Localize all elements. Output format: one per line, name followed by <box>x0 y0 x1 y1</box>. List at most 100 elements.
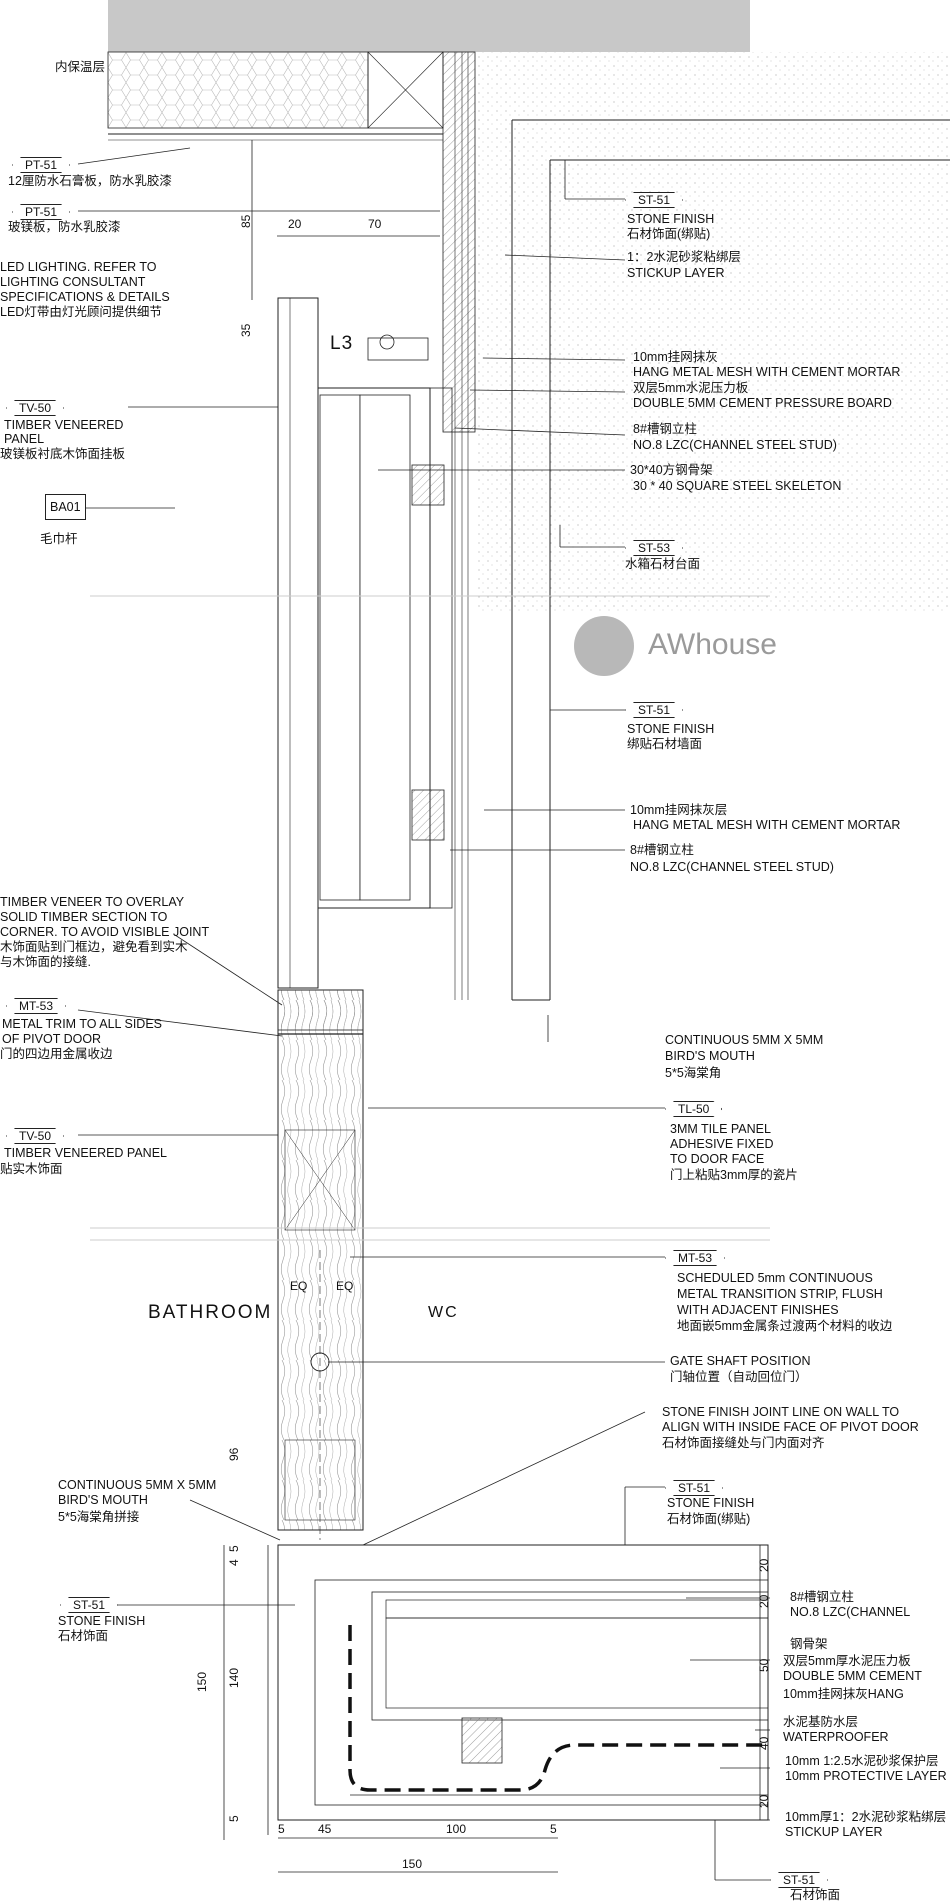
mesh2-note-2: HANG METAL MESH WITH CEMENT MORTAR <box>633 818 901 832</box>
pivot-door <box>277 989 364 1531</box>
stud2-note-2: NO.8 LZC(CHANNEL STEEL STUD) <box>630 860 834 874</box>
mesh-note-1: 10mm挂网抹灰 <box>633 350 718 364</box>
timber-wall <box>277 297 319 989</box>
dim-r20-b: 20 <box>757 1594 771 1608</box>
dim-r50: 50 <box>757 1658 771 1672</box>
skeleton-note-2: 30 * 40 SQUARE STEEL SKELETON <box>633 479 842 493</box>
tag-st53: ST-53 <box>625 540 683 556</box>
skeleton-note-1: 30*40方钢骨架 <box>630 463 713 477</box>
bottom-stud-note-1: 8#槽钢立柱 <box>790 1590 854 1604</box>
joint-note-3: 石材饰面接缝处与门内面对齐 <box>662 1436 825 1450</box>
mt53-b-note-1: SCHEDULED 5mm CONTINUOUS <box>677 1271 873 1285</box>
tag-st51-left: ST-51 <box>60 1597 118 1613</box>
led-note-2: LIGHTING CONSULTANT <box>0 275 146 289</box>
dim-eq-1: EQ <box>290 1279 308 1293</box>
room-wc: WC <box>428 1304 459 1321</box>
st51-d-note: 石材饰面 <box>790 1888 841 1902</box>
dim-45: 45 <box>318 1822 332 1836</box>
veneer-note-1: TIMBER VENEER TO OVERLAY <box>0 895 185 909</box>
dim-20: 20 <box>288 217 302 231</box>
tag-st51-c: ST-51 <box>665 1480 723 1496</box>
bottom-stickup-note-2: STICKUP LAYER <box>785 1825 883 1839</box>
gate-note-1: GATE SHAFT POSITION <box>670 1354 811 1368</box>
st51-left-note-1: STONE FINISH <box>58 1614 146 1628</box>
tag-tv50-b: TV-50 <box>6 1128 64 1144</box>
dim-85: 85 <box>239 214 253 228</box>
dim-140: 140 <box>227 1667 241 1688</box>
watermark-logo <box>574 616 634 676</box>
tag-ba01: BA01 <box>45 494 86 520</box>
st51-left-note-2: 石材饰面 <box>58 1629 109 1643</box>
tag-st51-b: ST-51 <box>625 702 683 718</box>
board-note-1: 双层5mm水泥压力板 <box>633 381 749 395</box>
bottom-stickup-note-1: 10mm厚1：2水泥砂浆粘绑层 <box>785 1810 947 1824</box>
st51-b-note-1: STONE FINISH <box>627 722 715 736</box>
bottom-protect-note-2: 10mm PROTECTIVE LAYER <box>785 1769 947 1783</box>
bottom-mesh-note: 10mm挂网抹灰HANG <box>783 1687 904 1701</box>
bottom-waterproof-note-2: WATERPROOFER <box>783 1730 889 1744</box>
joint-note-2: ALIGN WITH INSIDE FACE OF PIVOT DOOR <box>662 1420 919 1434</box>
tag-mt53-b: MT-53 <box>665 1250 725 1266</box>
st51-b-note-2: 绑贴石材墙面 <box>627 737 703 751</box>
led-note-3: SPECIFICATIONS & DETAILS <box>0 290 170 304</box>
tl50-note-1: 3MM TILE PANEL <box>670 1122 771 1136</box>
tag-pt51-b: PT-51 <box>12 204 70 220</box>
st51-c-note-1: STONE FINISH <box>667 1496 755 1510</box>
mt53-b-note-4: 地面嵌5mm金属条过渡两个材料的收边 <box>677 1319 893 1333</box>
led-note-1: LED LIGHTING. REFER TO <box>0 260 157 274</box>
tag-mt53-a: MT-53 <box>6 998 66 1014</box>
tv50-b-note-1: TIMBER VENEERED PANEL <box>4 1146 168 1160</box>
dim-96: 96 <box>227 1447 241 1461</box>
tv50-b-note-2: 贴实木饰面 <box>0 1162 63 1176</box>
st51-a-note-1: STONE FINISH <box>627 212 715 226</box>
tag-tv50-a: TV-50 <box>6 400 64 416</box>
veneer-note-2: SOLID TIMBER SECTION TO <box>0 910 168 924</box>
tv50-a-note-3: 玻镁板衬底木饰面挂板 <box>0 447 126 461</box>
dim-5c: 5 <box>278 1822 285 1836</box>
tag-tl50: TL-50 <box>665 1101 722 1117</box>
dim-5a: 5 <box>227 1545 241 1552</box>
birdmouth-right-2: BIRD'S MOUTH <box>665 1049 755 1063</box>
pt51-a-note: 12厘防水石膏板，防水乳胶漆 <box>8 174 172 188</box>
birdmouth-right-3: 5*5海棠角 <box>665 1066 722 1080</box>
tl50-note-4: 门上粘贴3mm厚的瓷片 <box>670 1168 798 1182</box>
bottom-board-note-2: DOUBLE 5MM CEMENT <box>783 1669 922 1683</box>
mt53-a-note-3: 门的四边用金属收边 <box>0 1047 113 1061</box>
tl50-note-3: TO DOOR FACE <box>670 1152 765 1166</box>
veneer-note-3: CORNER. TO AVOID VISIBLE JOINT <box>0 925 210 939</box>
room-bathroom: BATHROOM <box>148 1302 273 1323</box>
ba01-note: 毛巾杆 <box>40 532 78 546</box>
st51-a-note-2: 石材饰面(绑贴) <box>627 227 711 241</box>
mt53-b-note-3: WITH ADJACENT FINISHES <box>677 1303 839 1317</box>
dim-4: 4 <box>227 1559 241 1566</box>
watermark-text: AWhouse <box>648 628 777 661</box>
stud-note-1: 8#槽钢立柱 <box>633 422 697 436</box>
tv50-a-note-2: PANEL <box>4 432 45 446</box>
st51-c-note-2: 石材饰面(绑贴) <box>667 1512 751 1526</box>
tag-pt51-a: PT-51 <box>12 157 70 173</box>
tl50-note-2: ADHESIVE FIXED <box>670 1137 774 1151</box>
pt51-b-note: 玻镁板，防水乳胶漆 <box>8 220 121 234</box>
dim-r20-c: 20 <box>757 1794 771 1808</box>
dim-35: 35 <box>239 323 253 337</box>
board-note-2: DOUBLE 5MM CEMENT PRESSURE BOARD <box>633 396 892 410</box>
dim-eq-2: EQ <box>336 1279 354 1293</box>
veneer-note-4: 木饰面贴到门框边，避免看到实木 <box>0 940 188 954</box>
st53-note: 水箱石材台面 <box>625 557 701 571</box>
stud2-note-1: 8#槽钢立柱 <box>630 843 694 857</box>
dim-r40: 40 <box>757 1736 771 1750</box>
mesh2-note-1: 10mm挂网抹灰层 <box>630 803 728 817</box>
bottom-frame-note: 钢骨架 <box>790 1637 828 1651</box>
bottom-protect-note-1: 10mm 1:2.5水泥砂浆保护层 <box>785 1754 939 1768</box>
tag-st51-d: ST-51 <box>770 1872 828 1888</box>
stickup-note-1: 1：2水泥砂浆粘绑层 <box>627 250 741 264</box>
bottom-board-note-1: 双层5mm厚水泥压力板 <box>783 1654 911 1668</box>
mt53-a-note-1: METAL TRIM TO ALL SIDES <box>2 1017 163 1031</box>
birdmouth-left-2: BIRD'S MOUTH <box>58 1493 148 1507</box>
joint-note-1: STONE FINISH JOINT LINE ON WALL TO <box>662 1405 900 1419</box>
veneer-note-5: 与木饰面的接缝. <box>0 955 91 969</box>
bottom-stud-note-2: NO.8 LZC(CHANNEL <box>790 1605 911 1619</box>
led-note-4: LED灯带由灯光顾问提供细节 <box>0 305 162 319</box>
insulation-layer <box>107 51 369 129</box>
